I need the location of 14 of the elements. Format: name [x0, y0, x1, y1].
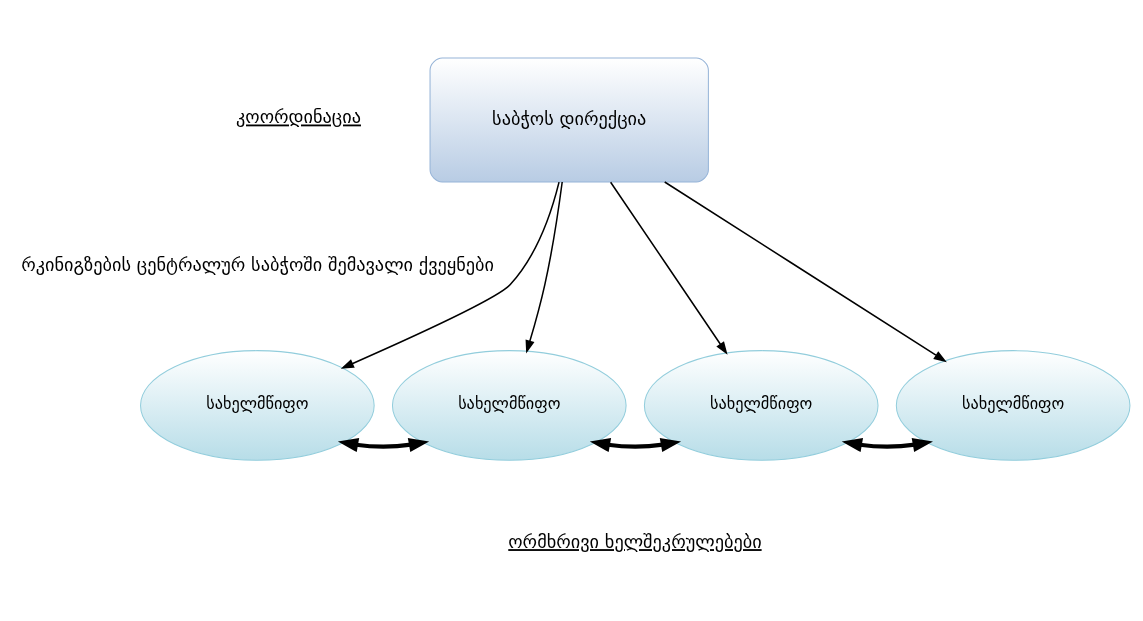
node-ellipse: სახელმწიფო — [643, 350, 879, 461]
label: ორმხრივი ხელშეკრულებები — [508, 531, 762, 553]
label: კოორდინაცია — [236, 106, 361, 128]
arrow — [841, 437, 933, 453]
node-ellipse: სახელმწიფო — [140, 350, 375, 461]
node-ellipse: სახელმწიფო — [391, 350, 627, 461]
arrow — [609, 181, 728, 355]
node-box: საბჭოს დირექცია — [429, 57, 709, 183]
arrow — [337, 437, 430, 453]
arrow — [589, 437, 682, 453]
arrow — [525, 181, 563, 354]
label: რკინიგზების ცენტრალურ საბჭოში შემავალი ქვეყნები — [21, 253, 495, 275]
arrow — [340, 181, 560, 369]
arrow — [663, 181, 947, 363]
